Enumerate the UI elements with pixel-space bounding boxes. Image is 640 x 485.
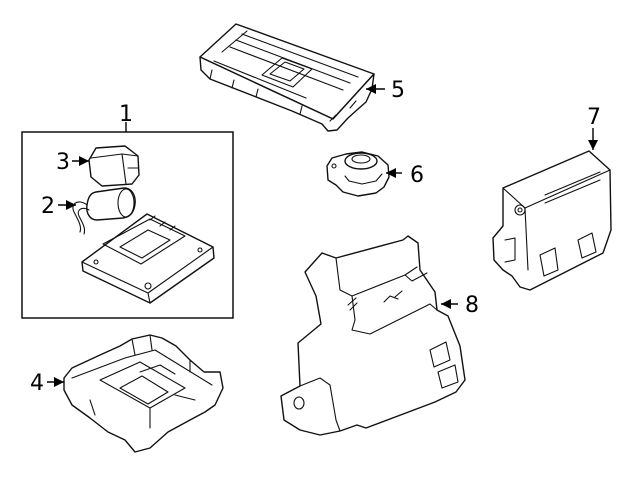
callout-5: 5	[391, 78, 405, 103]
part-6-sensor	[326, 151, 390, 197]
arrow-7	[588, 140, 598, 150]
arrow-6	[386, 168, 396, 178]
part-2-cylinder-sensor	[72, 187, 136, 235]
arrow-5	[366, 84, 376, 94]
kit-circuit-board	[81, 213, 215, 304]
arrow-4	[54, 377, 64, 387]
callout-6: 6	[410, 163, 424, 188]
part-7-control-unit	[492, 150, 612, 291]
arrow-2	[66, 200, 76, 210]
part-3-block	[88, 145, 140, 187]
arrow-8	[441, 299, 451, 309]
callout-1: 1	[119, 102, 133, 127]
callout-7: 7	[587, 105, 601, 130]
part-5-module	[199, 23, 375, 132]
callout-4: 4	[30, 371, 44, 396]
callout-3: 3	[56, 150, 70, 175]
part-4-tray	[63, 334, 224, 453]
arrow-3	[79, 156, 89, 166]
callout-8: 8	[465, 293, 479, 318]
kit-frame	[21, 131, 234, 319]
callout-2: 2	[41, 194, 55, 219]
part-8-bracket	[280, 235, 466, 436]
